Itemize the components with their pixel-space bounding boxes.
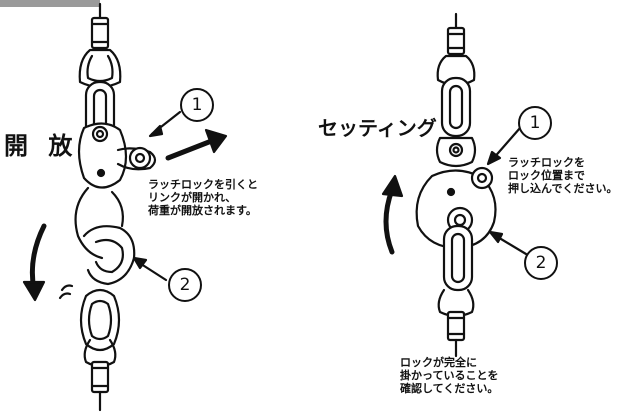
right-note-top-line: 押し込んでください。 — [508, 182, 618, 195]
right-note-top-line: ラッチロックを — [508, 156, 585, 169]
left-title: 開 放 — [4, 132, 79, 160]
right-arrows — [381, 126, 528, 256]
right-callout-2: 2 — [524, 246, 558, 280]
left-note-line: ラッチロックを引くと — [148, 178, 258, 191]
right-note-top: ラッチロックを ロック位置まで 押し込んでください。 — [508, 156, 617, 195]
left-callout-1: 1 — [180, 88, 214, 122]
left-note: ラッチロックを引くと リンクが開かれ、 荷重が開放されます。 — [148, 178, 258, 217]
corner-tab — [0, 0, 100, 7]
left-note-line: リンクが開かれ、 — [148, 191, 237, 204]
right-callout-1: 1 — [518, 106, 552, 140]
left-hook-assembly — [58, 2, 157, 412]
right-note-bottom-line: 確認してください。 — [400, 382, 499, 395]
right-note-top-line: ロック位置まで — [508, 169, 585, 182]
left-callout-2: 2 — [168, 268, 202, 302]
right-note-bottom-line: 掛かっていることを — [400, 369, 499, 382]
right-note-bottom: ロックが完全に 掛かっていることを 確認してください。 — [400, 356, 498, 395]
left-note-line: 荷重が開放されます。 — [148, 204, 257, 217]
left-arrows — [22, 110, 228, 302]
right-title: セッティング — [318, 116, 437, 140]
right-hook-assembly — [415, 12, 497, 358]
right-note-bottom-line: ロックが完全に — [400, 356, 477, 369]
